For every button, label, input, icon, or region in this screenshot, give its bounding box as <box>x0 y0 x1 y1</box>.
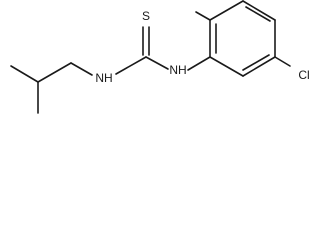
bond-ch2-nh <box>70 62 93 76</box>
sulfur-atom-label: S <box>142 9 150 23</box>
bond-nh-ring <box>187 56 211 71</box>
chlorine-atom-label: Cl <box>298 68 309 82</box>
bond-nh-c <box>115 56 147 75</box>
ring-double-bond-top <box>245 6 271 22</box>
ring-bond-3 <box>242 0 276 21</box>
ring-bond-2 <box>209 0 244 21</box>
nh-left-atom-label: NH <box>95 71 112 85</box>
bond-ring-methyl <box>195 11 211 21</box>
benzene-ring <box>195 0 291 77</box>
ring-double-bond-bottom <box>242 54 270 71</box>
nh-right-atom-label: NH <box>169 63 186 77</box>
bond-methyl-upper <box>10 65 39 83</box>
isobutyl-group <box>10 62 93 114</box>
ring-bond-5 <box>242 56 276 77</box>
bond-c-nh <box>145 56 169 70</box>
thiourea-core <box>115 26 211 75</box>
ring-bond-6 <box>209 56 244 77</box>
bond-ring-chlorine <box>274 56 291 67</box>
chemical-structure-diagram: S NH NH Cl <box>10 0 310 114</box>
bond-ch-ch2 <box>37 62 72 83</box>
